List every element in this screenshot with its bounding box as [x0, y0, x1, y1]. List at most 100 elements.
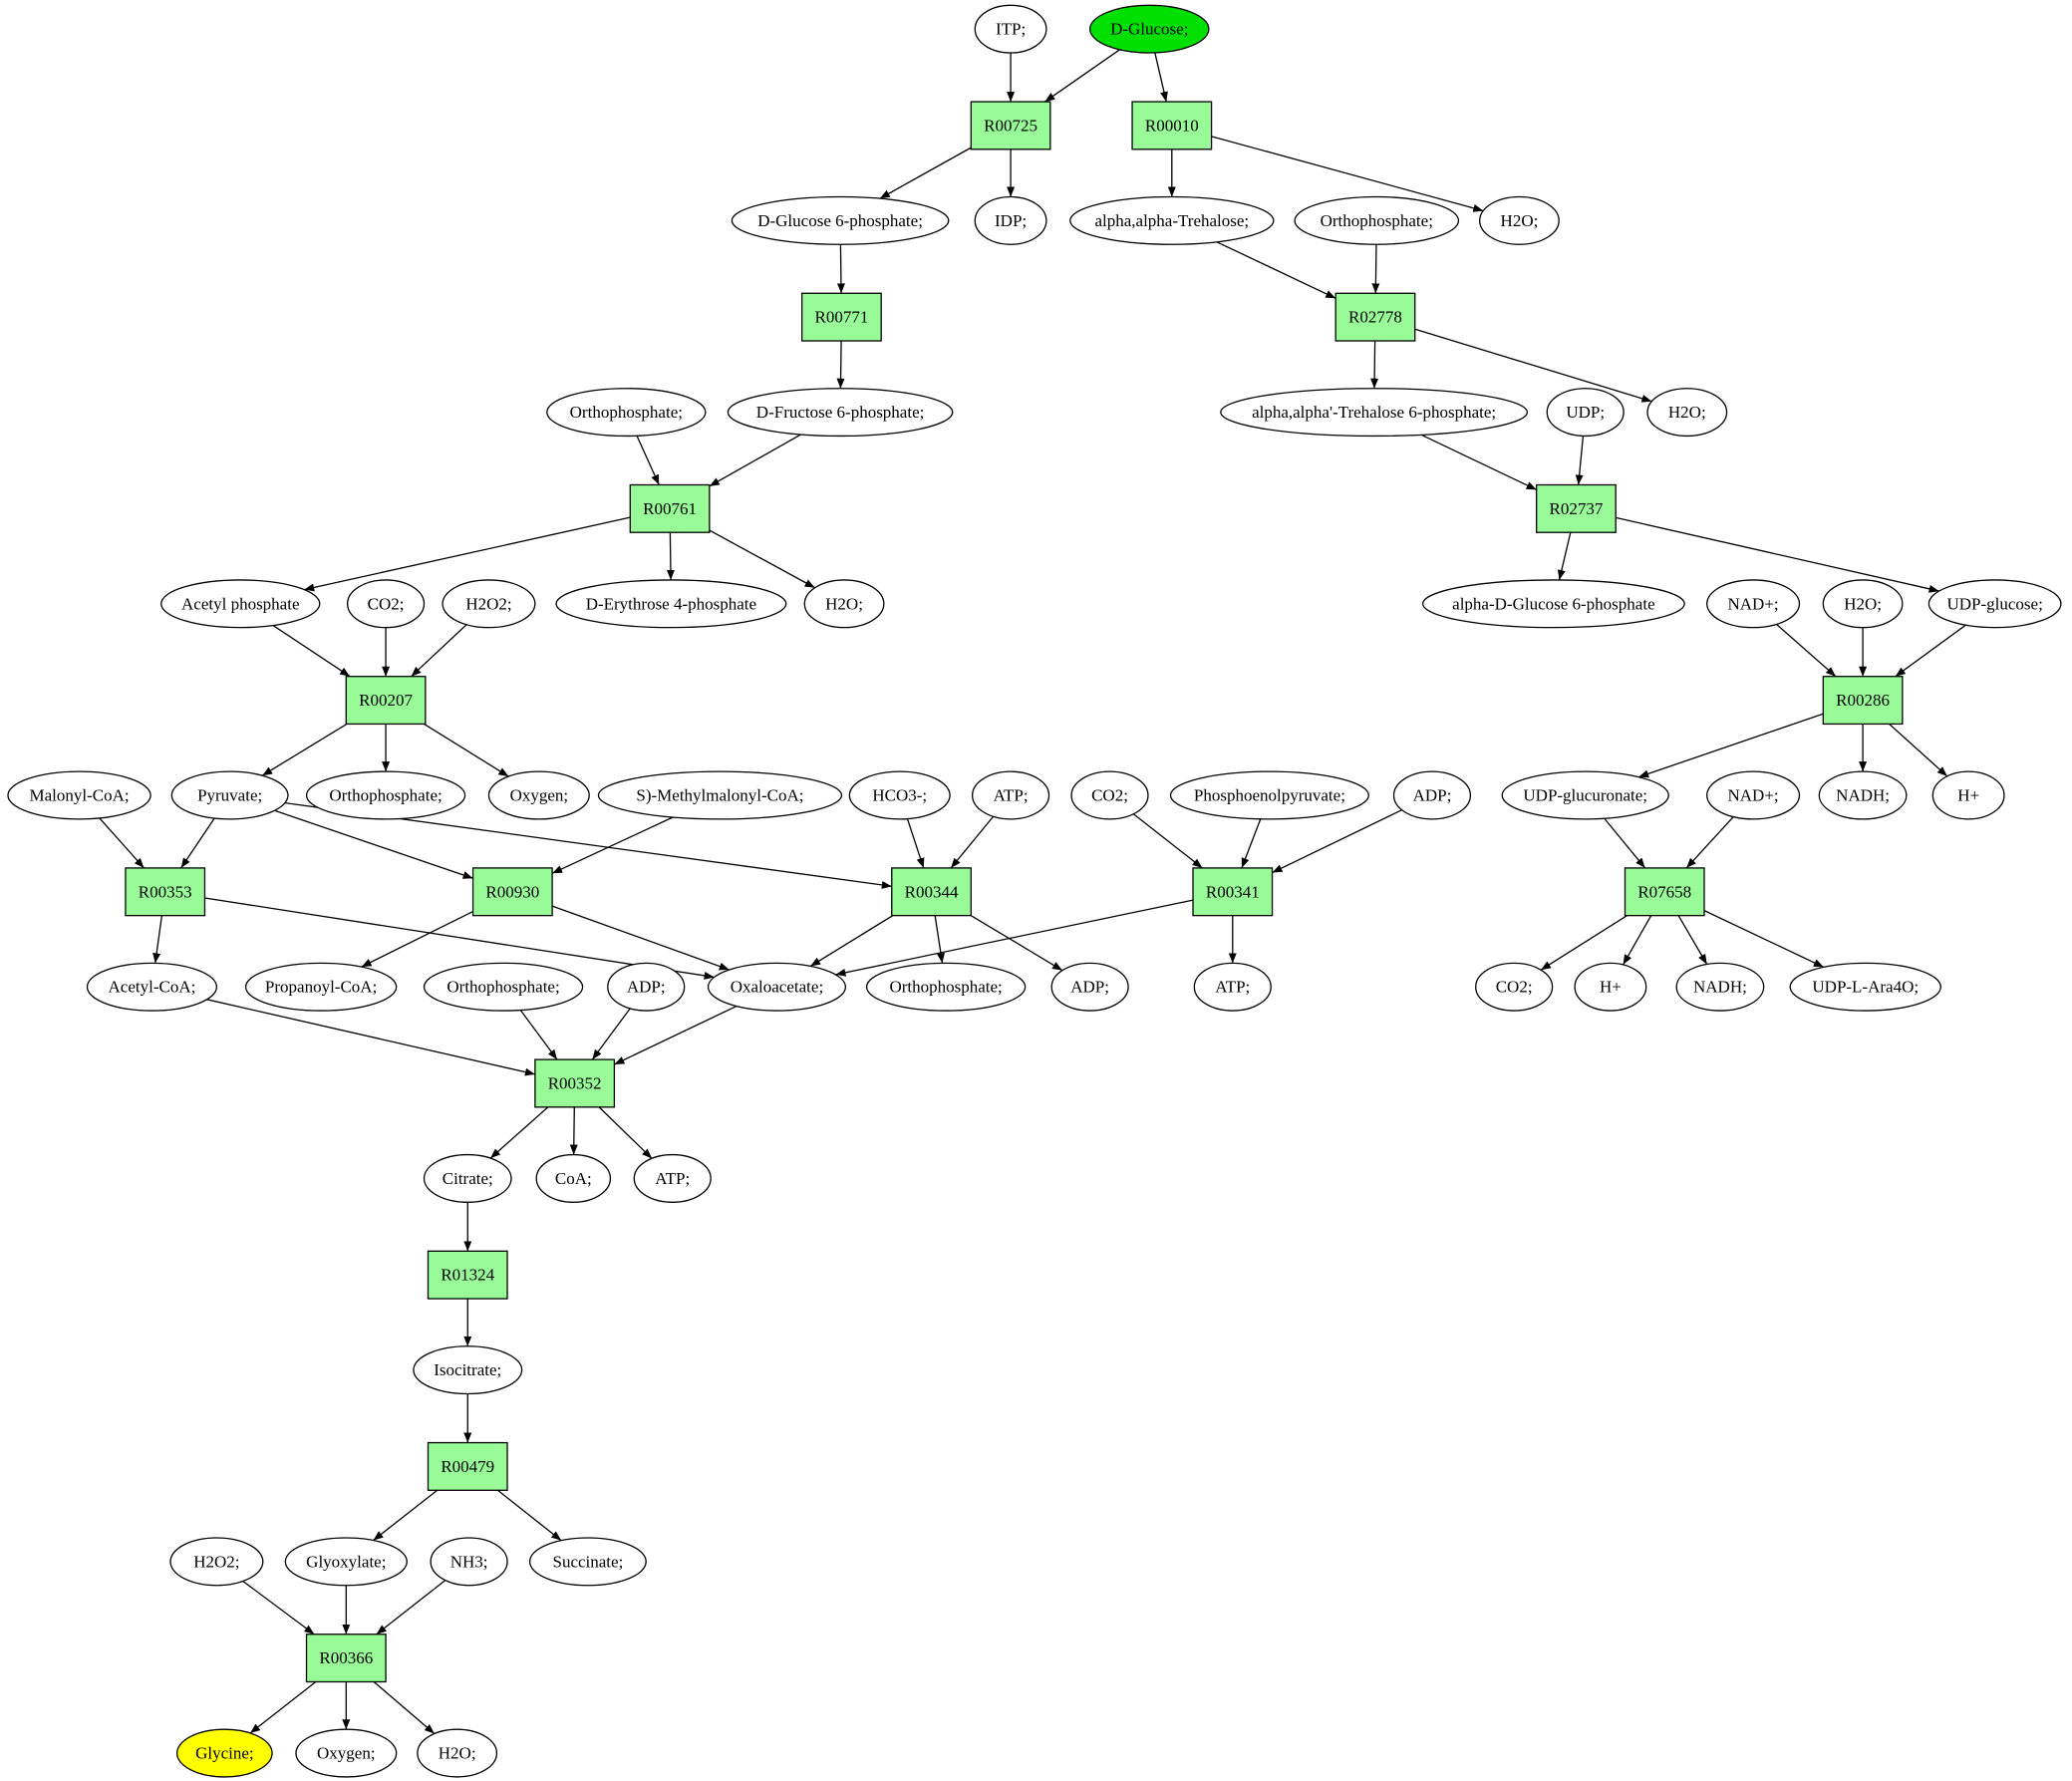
compound-shape [1706, 770, 1801, 820]
compound-label: H2O2; [465, 594, 511, 613]
reaction-label: R00341 [1206, 882, 1260, 901]
edge-R07658-to-co2_3 [1540, 915, 1628, 971]
compound-node: NADH; [1675, 962, 1765, 1012]
edge-R02737-to-ag6p [1557, 532, 1572, 581]
edge-adp_1-to-R00341 [1272, 809, 1402, 874]
compound-label: UDP-glucuronate; [1523, 786, 1647, 805]
compound-shape [305, 770, 466, 820]
edge-R00286-to-h_1 [1889, 723, 1948, 777]
compound-shape [160, 579, 321, 629]
edge-R07658-to-nadh_2 [1677, 915, 1708, 965]
compound-node: H2O; [803, 579, 885, 629]
edge-R00353-to-accoa [152, 915, 163, 964]
compound-label: H+ [1600, 978, 1622, 997]
compound-shape [974, 195, 1047, 245]
compound-label: Orthophosphate; [889, 978, 1002, 997]
compound-label: IDP; [995, 211, 1027, 230]
compound-shape [1050, 962, 1129, 1012]
edge-R00352-to-cit [489, 1106, 549, 1159]
compound-node: CoA; [535, 1153, 612, 1203]
edge-R00761-to-acetylp [304, 516, 631, 592]
edge-nad_2-to-R07658 [1685, 816, 1734, 869]
edge-R00286-to-udpgln [1637, 713, 1824, 778]
compound-shape [1220, 388, 1529, 438]
compound-label: UDP-L-Ara4O; [1812, 978, 1919, 997]
compound-shape [1574, 962, 1647, 1012]
compound-label: H2O; [1668, 403, 1706, 422]
compound-label: D-Glucose; [1110, 20, 1188, 39]
reaction-label: R00930 [485, 882, 539, 901]
reaction-node: R02737 [1536, 483, 1617, 533]
compound-node: H+ [1931, 770, 2005, 820]
compound-node: CO2; [1070, 770, 1149, 820]
compound-node: Oxaloacetate; [707, 962, 847, 1012]
compound-label: Oxygen; [510, 786, 569, 805]
compound-shape [1646, 388, 1728, 438]
compound-node: D-Glucose 6-phosphate; [731, 195, 950, 245]
compound-node: Phosphoenolpyruvate; [1169, 770, 1369, 820]
compound-shape [1069, 195, 1275, 245]
reaction-node: R00353 [125, 867, 206, 917]
compound-shape [284, 1537, 408, 1587]
compound-label: ITP; [996, 20, 1026, 39]
compound-node: D-Glucose; [1088, 4, 1210, 54]
compound-node: Orthophosphate; [546, 388, 707, 438]
edge-atp_1-to-R00344 [950, 815, 995, 869]
edge-R00930-to-oaa [551, 905, 730, 971]
compound-label: Oxygen; [317, 1744, 376, 1763]
reaction-box [1536, 483, 1617, 533]
compound-node: NADH; [1818, 770, 1908, 820]
compound-node: Isocitrate; [413, 1345, 523, 1395]
compound-node: Pyruvate; [170, 770, 289, 820]
compound-label: CO2; [1496, 978, 1533, 997]
reaction-label: R00761 [643, 499, 697, 518]
reaction-node: R00352 [534, 1058, 616, 1108]
edge-R02778-to-t6p [1370, 340, 1379, 389]
reaction-label: R00479 [441, 1457, 494, 1476]
compound-shape [413, 1345, 523, 1395]
compound-label: Acetyl phosphate [181, 594, 300, 613]
edge-R00366-to-gly [249, 1680, 317, 1734]
edge-R00366-to-h2o_5 [373, 1680, 436, 1735]
compound-label: UDP; [1566, 403, 1605, 422]
compound-label: H2O; [825, 594, 863, 613]
compound-shape [633, 1153, 712, 1203]
compound-node: H2O; [1646, 388, 1728, 438]
reaction-label: R07658 [1637, 882, 1691, 901]
compound-label: H2O; [1501, 211, 1539, 230]
reaction-label: R00207 [359, 691, 413, 710]
compound-shape [1501, 770, 1669, 820]
compound-label: ADP; [627, 978, 666, 997]
compound-node: CO2; [346, 579, 426, 629]
reaction-node: R00479 [427, 1441, 508, 1491]
compound-node: S)-Methylmalonyl-CoA; [597, 770, 843, 820]
compound-node: IDP; [974, 195, 1047, 245]
edge-t6p-to-R02737 [1420, 434, 1537, 490]
compound-node: CO2; [1475, 962, 1554, 1012]
compound-shape [423, 1153, 512, 1203]
reaction-box [427, 1441, 508, 1491]
compound-shape [528, 1537, 647, 1587]
edge-R00207-to-o2_1 [424, 723, 509, 777]
compound-label: Glycine; [195, 1744, 254, 1763]
compound-node: Orthophosphate; [1294, 195, 1460, 245]
edge-malcoa-to-R00353 [99, 817, 145, 869]
edge-trehalose-to-R02778 [1216, 241, 1336, 299]
compound-label: HCO3-; [872, 786, 927, 805]
compound-label: Glyoxylate; [306, 1552, 386, 1571]
reaction-node: R02778 [1334, 292, 1416, 342]
compound-node: NAD+; [1706, 770, 1801, 820]
reaction-label: R01324 [441, 1266, 494, 1285]
edge-R02778-to-h2o_2 [1414, 328, 1652, 403]
compound-node: Orthophosphate; [423, 962, 584, 1012]
compound-label: NAD+; [1727, 594, 1778, 613]
compound-shape [170, 770, 289, 820]
edge-pi_4-to-R00352 [519, 1010, 558, 1060]
compound-node: ADP; [1050, 962, 1129, 1012]
compound-node: H2O2; [169, 1537, 264, 1587]
compound-node: UDP; [1546, 388, 1625, 438]
reaction-node: R00930 [471, 867, 553, 917]
compound-shape [346, 579, 426, 629]
edge-nh3-to-R00366 [376, 1580, 446, 1635]
